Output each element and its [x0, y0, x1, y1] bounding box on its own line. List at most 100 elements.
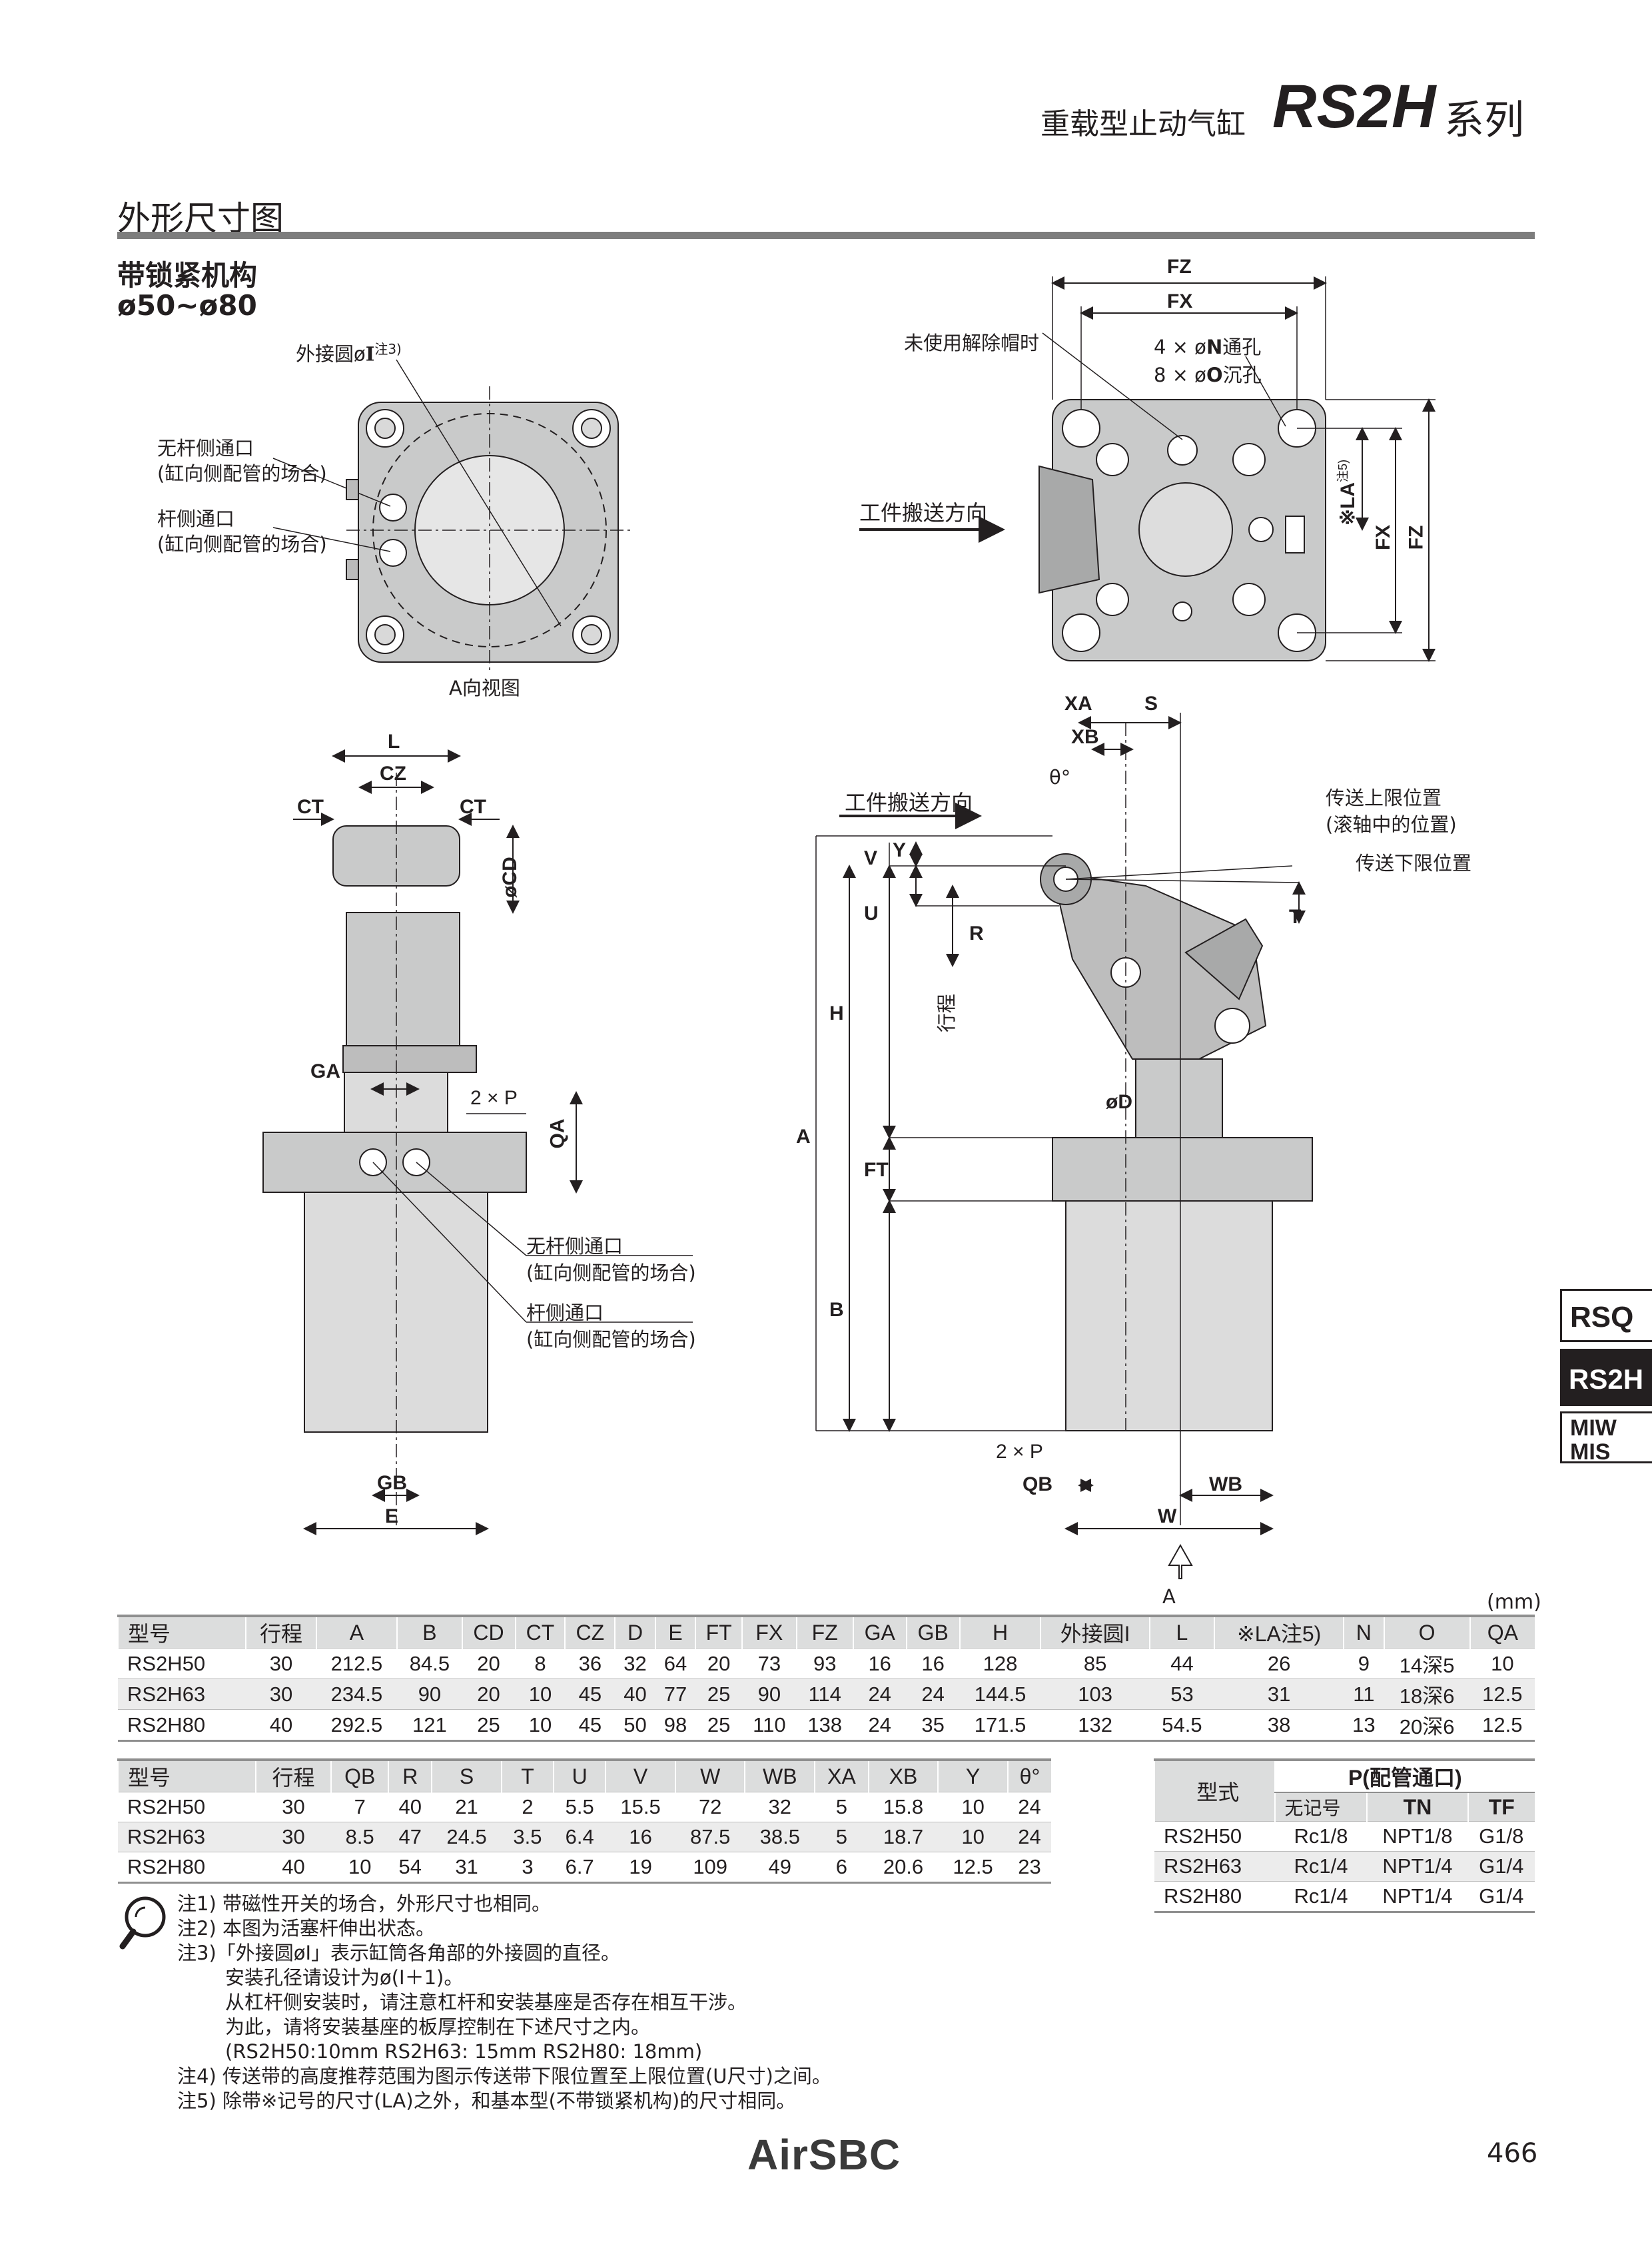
table-cell: 114 — [796, 1679, 853, 1710]
table-cell: 19 — [606, 1852, 675, 1884]
table-cell: 234.5 — [316, 1679, 398, 1710]
notes-icon — [119, 1893, 169, 1953]
spec1-header-10: FX — [741, 1615, 797, 1649]
a-view-rod-port-note: (缸向侧配管的场合) — [157, 533, 327, 556]
a-view-headless-port-label: 无杆侧通口 — [157, 437, 254, 460]
table-cell: 6.7 — [554, 1852, 606, 1884]
table-cell: 5.5 — [554, 1792, 606, 1822]
front-headless-port-label: 无杆侧通口 — [526, 1235, 623, 1258]
table-cell: Rc1/8 — [1274, 1821, 1368, 1852]
table-cell: 35 — [906, 1709, 960, 1742]
table-cell: 31 — [432, 1852, 502, 1884]
table-cell: 40 — [615, 1679, 655, 1710]
table-cell: 6.4 — [554, 1822, 606, 1852]
note-3-line-2: 安装孔径请设计为ø(I＋1)。 — [225, 1966, 464, 1989]
tab-miw-label: MIW — [1570, 1415, 1617, 1441]
note-3: 注3)「外接圆øI」表示缸筒各角部的外接圆的直径。 — [177, 1942, 621, 1964]
dim-wb: WB — [1209, 1473, 1242, 1495]
table-cell: 18.7 — [868, 1822, 939, 1852]
table-cell: 30 — [255, 1822, 332, 1852]
spec1-header-3: B — [396, 1615, 462, 1649]
note-5: 注5) 除带※记号的尺寸(LA)之外，和基本型(不带锁紧机构)的尺寸相同。 — [177, 2089, 796, 2112]
dim-y: Y — [893, 839, 907, 861]
front-two-p: 2 × P — [470, 1087, 518, 1109]
circle-label-note: 注3) — [374, 341, 402, 357]
dim-gb: GB — [377, 1472, 407, 1494]
table-cell: 21 — [432, 1792, 502, 1822]
holes-n-label: 4 × øN通孔 — [1154, 332, 1261, 360]
table-cell: 45 — [565, 1679, 616, 1710]
spec1-header-2: A — [315, 1615, 398, 1649]
table-cell: NPT1/4 — [1367, 1881, 1468, 1913]
table-cell: 24 — [853, 1709, 907, 1742]
header-subtitle: 重载型止动气缸 — [1040, 107, 1246, 141]
port-sub-tn: TN — [1366, 1792, 1468, 1822]
dim-l: L — [388, 731, 400, 753]
table-cell: 93 — [796, 1648, 853, 1679]
dim-t: T — [1289, 906, 1302, 928]
la-label: ※LA注5) — [1334, 460, 1360, 526]
port-sub-tf: TF — [1467, 1792, 1535, 1822]
table-cell: 10 — [515, 1679, 566, 1710]
table-cell: 13 — [1344, 1709, 1384, 1742]
table-cell: 54 — [388, 1852, 432, 1884]
note-3-line-4: 为此，请将安装基座的板厚控制在下述尺寸之内。 — [225, 2016, 651, 2038]
spec1-header-16: L — [1148, 1615, 1215, 1649]
table-cell: 40 — [255, 1852, 332, 1884]
table-cell: 12.5 — [938, 1852, 1008, 1884]
note-3-line-3: 从杠杆侧安装时，请注意杠杆和安装基座是否存在相互干涉。 — [225, 1991, 747, 2014]
table-cell: 10 — [1469, 1648, 1535, 1679]
table-cell: 144.5 — [959, 1679, 1041, 1710]
dim-xa: XA — [1064, 693, 1092, 715]
holes-n-suffix: 通孔 — [1222, 336, 1262, 358]
tab-miw-mis[interactable]: MIW MIS — [1560, 1411, 1652, 1464]
table-cell: 15.5 — [606, 1792, 675, 1822]
note-3-line-5: (RS2H50:10mm RS2H63: 15mm RS2H80: 18mm) — [225, 2040, 703, 2063]
spec2-header-12: Y — [937, 1758, 1008, 1792]
a-view-rod-port-label: 杆侧通口 — [157, 508, 235, 530]
spec1-header-6: CZ — [564, 1615, 616, 1649]
table-cell: 9 — [1344, 1648, 1384, 1679]
table-cell: 44 — [1149, 1648, 1215, 1679]
dim-ct-left: CT — [297, 796, 324, 818]
table-cell: 10 — [331, 1852, 389, 1884]
table-cell: 25 — [695, 1709, 743, 1742]
spec1-header-15: 外接圆I — [1040, 1615, 1150, 1649]
table-cell: 12.5 — [1469, 1709, 1535, 1742]
table-cell: 121 — [397, 1709, 462, 1742]
table-cell: 30 — [255, 1792, 332, 1822]
table-cell: 40 — [388, 1792, 432, 1822]
dimension-drawing — [262, 276, 1436, 1579]
spec2-header-6: U — [553, 1758, 606, 1792]
tab-rs2h[interactable]: RS2H — [1560, 1349, 1652, 1406]
dim-qb: QB — [1023, 1473, 1052, 1495]
table-cell: 16 — [906, 1648, 960, 1679]
spec1-header-17: ※LA注5) — [1214, 1615, 1344, 1649]
table-cell: 26 — [1214, 1648, 1344, 1679]
table-cell: G1/4 — [1467, 1881, 1535, 1913]
spec1-header-12: GA — [852, 1615, 907, 1649]
note-4: 注4) 传送带的高度推荐范围为图示传送带下限位置至上限位置(U尺寸)之间。 — [177, 2065, 831, 2087]
spec1-header-5: CT — [514, 1615, 566, 1649]
table-cell: G1/8 — [1467, 1821, 1535, 1852]
table-cell: 32 — [745, 1792, 815, 1822]
spec1-header-14: H — [959, 1615, 1041, 1649]
dim-ct-right: CT — [460, 796, 486, 818]
spec1-header-4: CD — [461, 1615, 516, 1649]
header-model: RS2H — [1272, 73, 1436, 141]
circle-label: 外接圆ø — [296, 342, 366, 366]
table-cell: 110 — [742, 1709, 797, 1742]
table-cell: 53 — [1149, 1679, 1215, 1710]
a-view-body — [272, 359, 633, 673]
table-cell: 3 — [501, 1852, 554, 1884]
roller-center-label: (滚轴中的位置) — [1326, 813, 1457, 836]
table-cell: 24 — [853, 1679, 907, 1710]
page-number: 466 — [1487, 2138, 1538, 2169]
table-cell: 24 — [906, 1679, 960, 1710]
tab-rsq[interactable]: RSQ — [1560, 1289, 1652, 1342]
table-cell: 10 — [938, 1792, 1008, 1822]
spec2-header-9: WB — [744, 1758, 815, 1792]
table-cell: 72 — [675, 1792, 745, 1822]
